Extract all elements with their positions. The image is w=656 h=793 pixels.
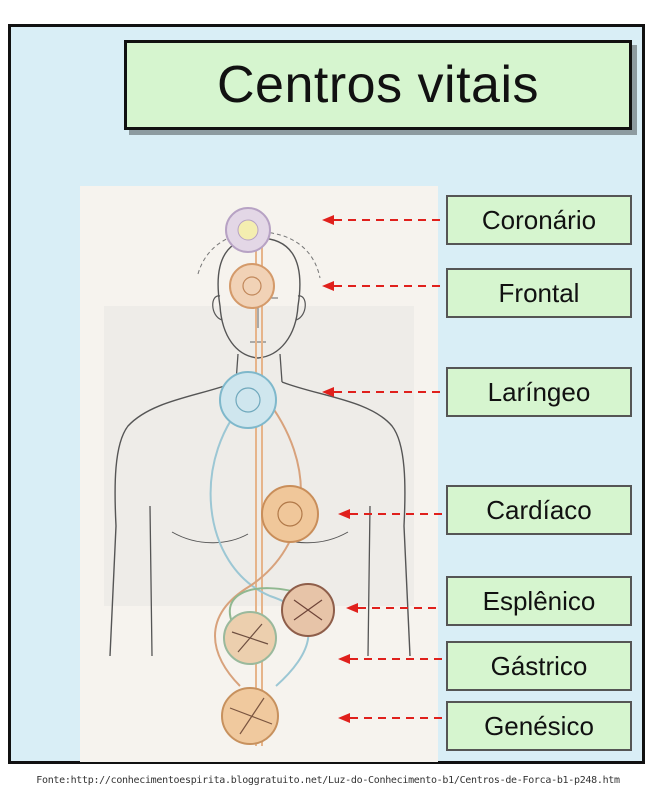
blue-channel	[209, 395, 310, 687]
label-coronario: Coronário	[446, 195, 632, 245]
splenic-chakra	[281, 583, 335, 637]
left-ear	[212, 295, 223, 321]
illustration-backdrop	[104, 306, 414, 606]
arm-inner-lines	[149, 505, 371, 657]
gastric-chakra	[223, 611, 277, 665]
arrow-esplenico	[346, 603, 442, 613]
cardiac-chakra	[261, 485, 319, 543]
label-frontal: Frontal	[446, 268, 632, 318]
orange-channel	[214, 395, 302, 687]
left-torso-outline	[109, 381, 237, 657]
frontal-chakra	[229, 263, 275, 309]
label-esplenico: Esplênico	[446, 576, 632, 626]
arrow-coronario	[322, 215, 442, 225]
arrow-frontal	[322, 281, 442, 291]
arrow-gastrico	[338, 654, 442, 664]
laryngeal-chakra	[219, 371, 277, 429]
slide-frame: Centros vitais	[8, 24, 645, 764]
genesic-chakra	[221, 687, 279, 745]
coronary-chakra	[225, 207, 271, 253]
arrow-laringeo	[322, 387, 442, 397]
label-genesico: Genésico	[446, 701, 632, 751]
label-laringeo: Laríngeo	[446, 367, 632, 417]
right-ear	[295, 295, 306, 321]
source-credit: Fonte:http://conhecimentoespirita.bloggr…	[36, 775, 620, 786]
label-cardiaco: Cardíaco	[446, 485, 632, 535]
arrow-cardiaco	[338, 509, 442, 519]
label-gastrico: Gástrico	[446, 641, 632, 691]
right-torso-outline	[281, 381, 411, 657]
arrow-genesico	[338, 713, 442, 723]
body-illustration	[80, 186, 438, 762]
slide-title: Centros vitais	[217, 56, 539, 114]
title-box: Centros vitais	[124, 40, 632, 130]
body-figure-drawing	[104, 207, 414, 746]
